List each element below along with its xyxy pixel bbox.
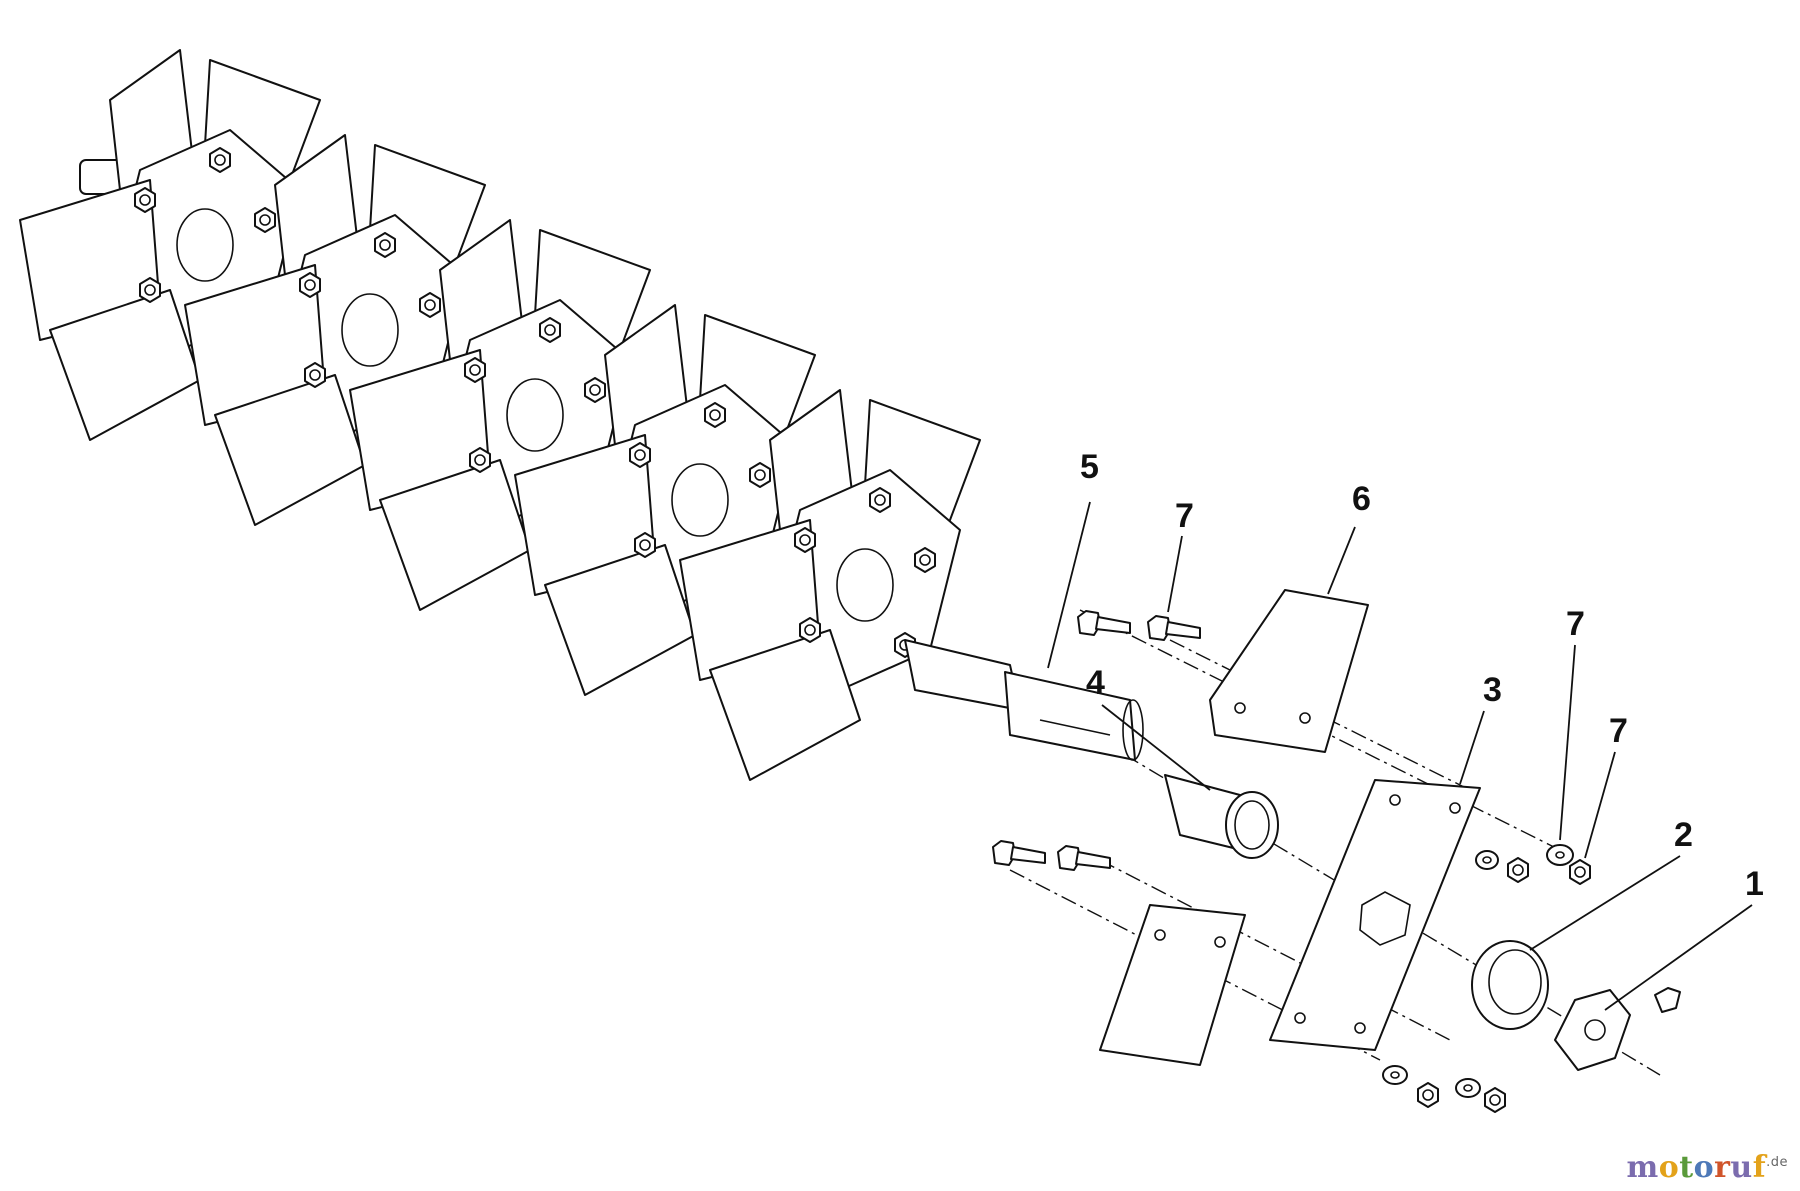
watermark-letter: t: [1679, 1150, 1694, 1185]
set-screw: [1654, 987, 1681, 1013]
hex-nut: [1554, 989, 1631, 1071]
callout-6: 6: [1352, 480, 1371, 518]
watermark-suffix: .de: [1766, 1155, 1788, 1170]
callout-labels: 5 7 6 4 3 7 7 2 1: [1080, 448, 1764, 903]
callout-2: 2: [1674, 816, 1693, 854]
watermark-logo: motoruf.de: [1626, 1150, 1788, 1185]
callout-7-upper-bolts: 7: [1175, 497, 1194, 535]
leader-lines: [1047, 501, 1753, 1011]
bearing: [1471, 940, 1549, 1030]
watermark-letters: motoruf: [1626, 1150, 1766, 1185]
callout-1: 1: [1745, 865, 1764, 903]
watermark-letter: o: [1658, 1150, 1680, 1185]
callout-5: 5: [1080, 448, 1099, 486]
watermark-letter: m: [1626, 1150, 1659, 1185]
callout-7-washer: 7: [1566, 605, 1585, 643]
shaft: [904, 639, 1144, 761]
tine-rotor-assembly: [20, 50, 980, 780]
callout-4: 4: [1086, 664, 1105, 702]
callout-7-nut: 7: [1609, 712, 1628, 750]
hardware: [992, 610, 1591, 1113]
end-plate: [1269, 779, 1481, 1051]
watermark-letter: f: [1752, 1150, 1767, 1185]
upper-tine-blade: [1209, 589, 1369, 753]
watermark-letter: r: [1714, 1150, 1731, 1185]
spacer-sleeve: [1164, 774, 1279, 859]
watermark-letter: u: [1730, 1150, 1753, 1185]
callout-3: 3: [1483, 671, 1502, 709]
watermark-letter: o: [1693, 1150, 1715, 1185]
lower-tine-blade: [1099, 904, 1246, 1066]
